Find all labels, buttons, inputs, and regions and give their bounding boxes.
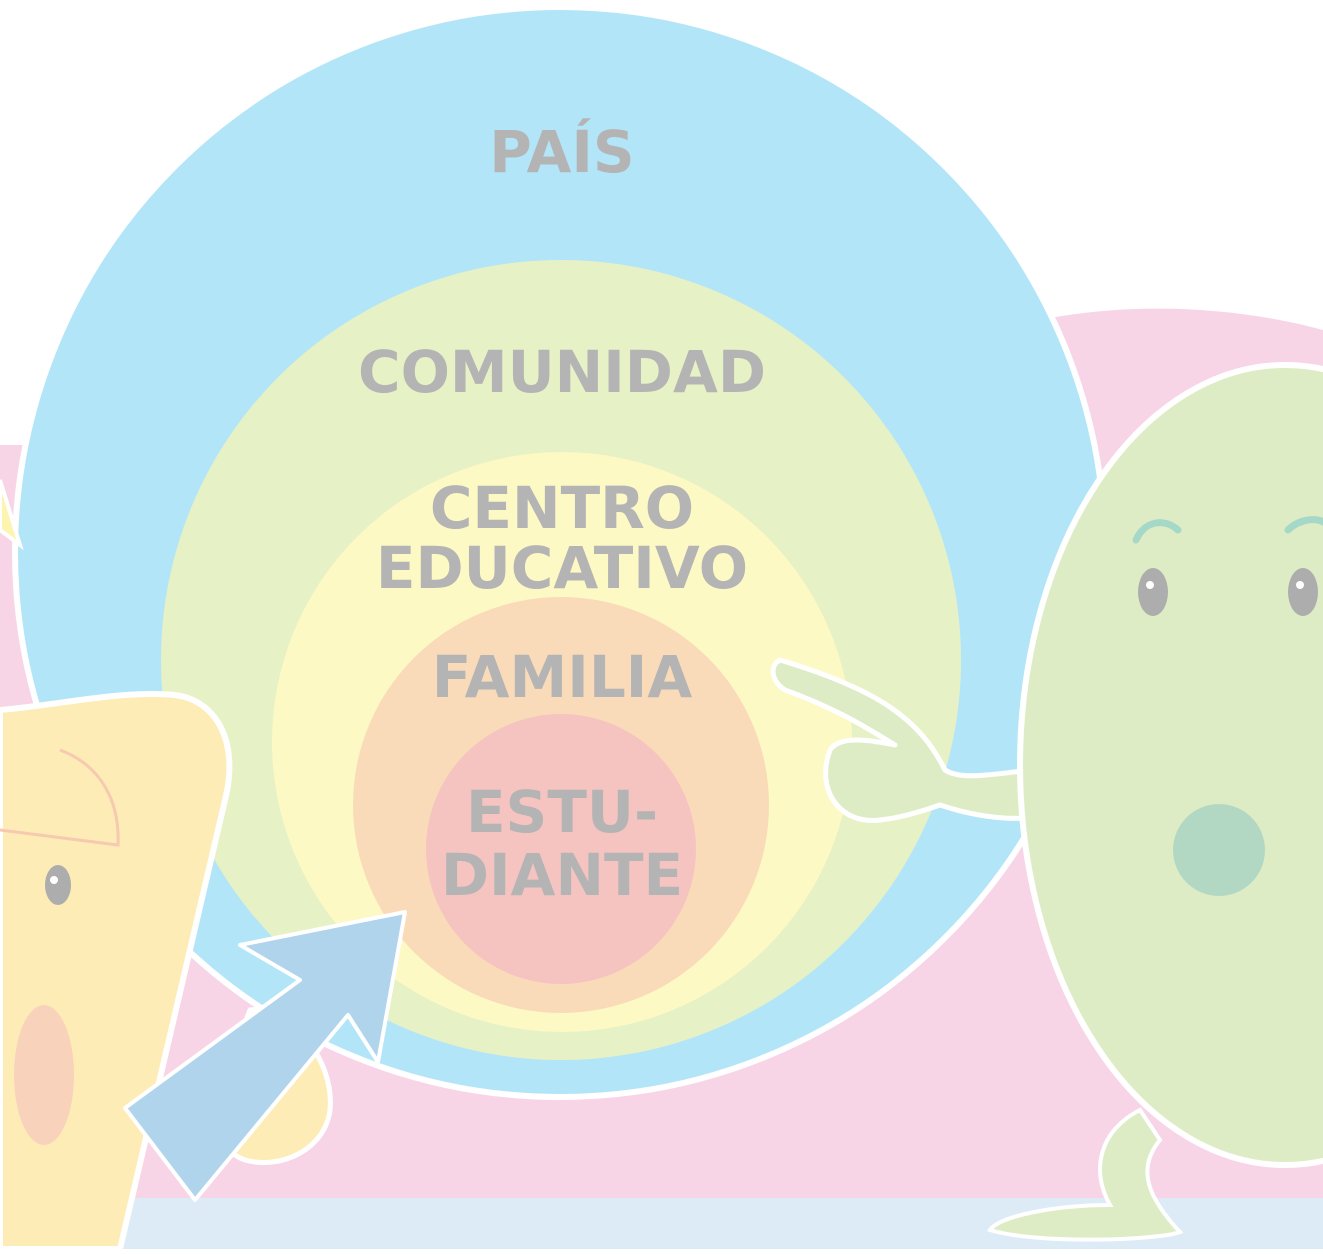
- right-character-body: [1017, 362, 1323, 1168]
- left-character-eye-icon: [45, 865, 71, 905]
- yellow-spike-icon: [0, 479, 24, 551]
- label-comunidad: COMUNIDAD: [358, 338, 766, 406]
- right-character-eye-left-icon: [1138, 568, 1168, 616]
- left-character-eye-shine: [50, 876, 58, 884]
- label-estudiante-line2: DIANTE: [441, 841, 683, 909]
- label-familia: FAMILIA: [432, 643, 693, 711]
- label-centro-line1: CENTRO: [430, 474, 694, 542]
- label-estudiante-line1: ESTU-: [466, 778, 658, 846]
- right-character-arm: [770, 657, 1033, 823]
- left-character-mouth-icon: [14, 1005, 74, 1145]
- right-character: [770, 362, 1323, 1242]
- right-character-leg-left: [986, 1107, 1184, 1242]
- right-character-eye-right-icon: [1288, 568, 1318, 616]
- right-character-eye-right-shine: [1296, 581, 1304, 589]
- right-character-mouth-icon: [1173, 804, 1265, 896]
- label-centro-line2: EDUCATIVO: [376, 534, 748, 602]
- left-character-brow-icon: [0, 748, 120, 847]
- right-character-brow-left-icon: [1132, 519, 1182, 544]
- nested-circles: [12, 4, 1108, 1100]
- right-character-brow-right-icon: [1284, 516, 1323, 534]
- circle-estudiante: [426, 714, 696, 984]
- circle-labels: PAÍS COMUNIDAD CENTRO EDUCATIVO FAMILIA …: [358, 117, 766, 909]
- right-character-eye-left-shine: [1146, 581, 1154, 589]
- arrow-icon: [123, 910, 407, 1202]
- label-pais: PAÍS: [489, 117, 634, 186]
